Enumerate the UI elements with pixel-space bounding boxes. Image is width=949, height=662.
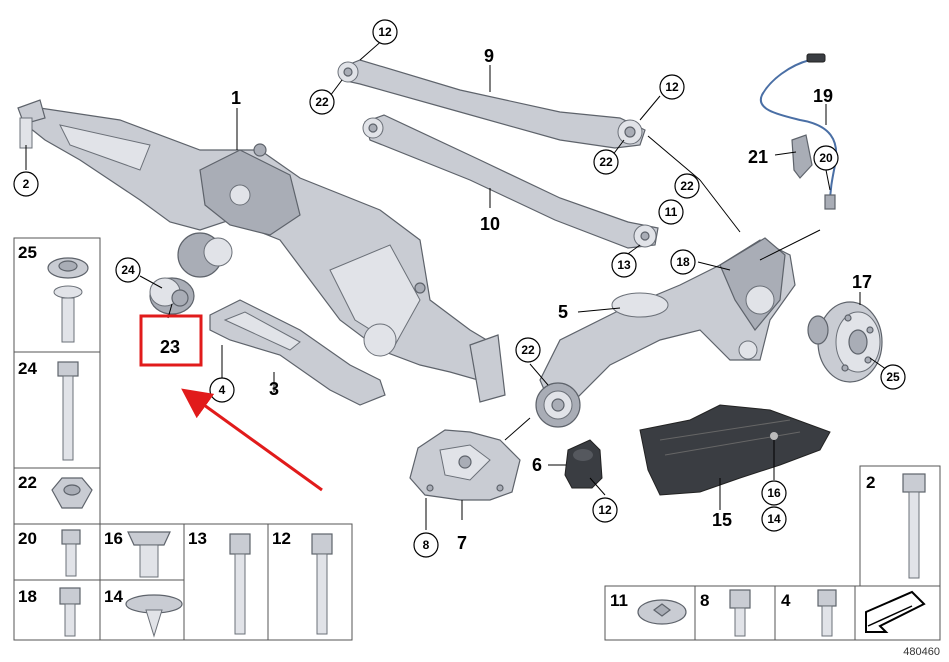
diagram-id: 480460: [903, 646, 940, 658]
callout-22-upper-right: 22: [599, 155, 613, 169]
wishbone-illustration: [535, 237, 796, 428]
callout-17: 17: [852, 272, 872, 292]
callout-10: 10: [480, 214, 500, 234]
callout-16: 16: [767, 486, 781, 500]
grid-label-4: 4: [781, 591, 791, 610]
callout-25-hub: 25: [886, 370, 900, 384]
callout-5: 5: [558, 302, 568, 322]
callout-12-upper-right: 12: [665, 80, 679, 94]
callout-20: 20: [819, 151, 833, 165]
grid-label-24: 24: [18, 359, 37, 378]
callout-12-mount: 12: [598, 503, 612, 517]
grid-label-18: 18: [18, 587, 37, 606]
grid-label-16: 16: [104, 529, 123, 548]
highlight-arrow: [181, 388, 323, 492]
rubber-mount-illustration: [564, 439, 603, 489]
grid-label-2: 2: [866, 473, 875, 492]
highlight-box-23: [139, 314, 203, 367]
subframe-illustration: [17, 99, 506, 403]
heat-shield-illustration: [639, 404, 831, 496]
lower-control-arm-illustration: [362, 114, 659, 249]
callout-15: 15: [712, 510, 732, 530]
callout-22-knuckle: 22: [680, 179, 694, 193]
wheel-hub-illustration: [807, 301, 883, 383]
grid-label-22: 22: [18, 473, 37, 492]
callout-4: 4: [219, 383, 226, 397]
upper-control-arm-illustration: [337, 59, 646, 149]
grid-label-25: 25: [18, 243, 37, 262]
callout-2: 2: [23, 177, 30, 191]
callout-22-wishbone: 22: [521, 343, 535, 357]
callout-21: 21: [748, 147, 768, 167]
callout-9: 9: [484, 46, 494, 66]
mounting-bracket-illustration: [409, 429, 521, 501]
callout-3: 3: [269, 379, 279, 399]
callouts: 1 2 3 4 24 23 9 12 22 12 22 10 13 22 11 …: [13, 19, 906, 558]
callout-12-upper-left: 12: [378, 25, 392, 39]
callout-18: 18: [676, 255, 690, 269]
leader-lines: [25, 37, 891, 530]
callout-1: 1: [231, 88, 241, 108]
grid-label-8: 8: [700, 591, 709, 610]
callout-8: 8: [423, 538, 430, 552]
callout-13: 13: [617, 258, 631, 272]
callout-7: 7: [457, 533, 467, 553]
fastener-grid-left: 25 24 22 20 16 13 12 18 14: [13, 237, 353, 641]
stiffening-plate-illustration: [209, 299, 386, 406]
grid-label-12: 12: [272, 529, 291, 548]
grid-label-14: 14: [104, 587, 123, 606]
callout-23: 23: [160, 337, 180, 357]
callout-6: 6: [532, 455, 542, 475]
fastener-grid-right: 2 11 8 4: [604, 465, 941, 641]
callout-22-upper-left: 22: [315, 95, 329, 109]
abs-sensor-illustration: [759, 53, 838, 210]
grid-label-11: 11: [610, 591, 628, 610]
callout-11: 11: [665, 205, 678, 219]
bushing-illustration: [149, 277, 195, 315]
callout-14: 14: [767, 512, 781, 526]
grid-label-13: 13: [188, 529, 207, 548]
grid-label-20: 20: [18, 529, 37, 548]
callout-24: 24: [121, 263, 135, 277]
callout-19: 19: [813, 86, 833, 106]
